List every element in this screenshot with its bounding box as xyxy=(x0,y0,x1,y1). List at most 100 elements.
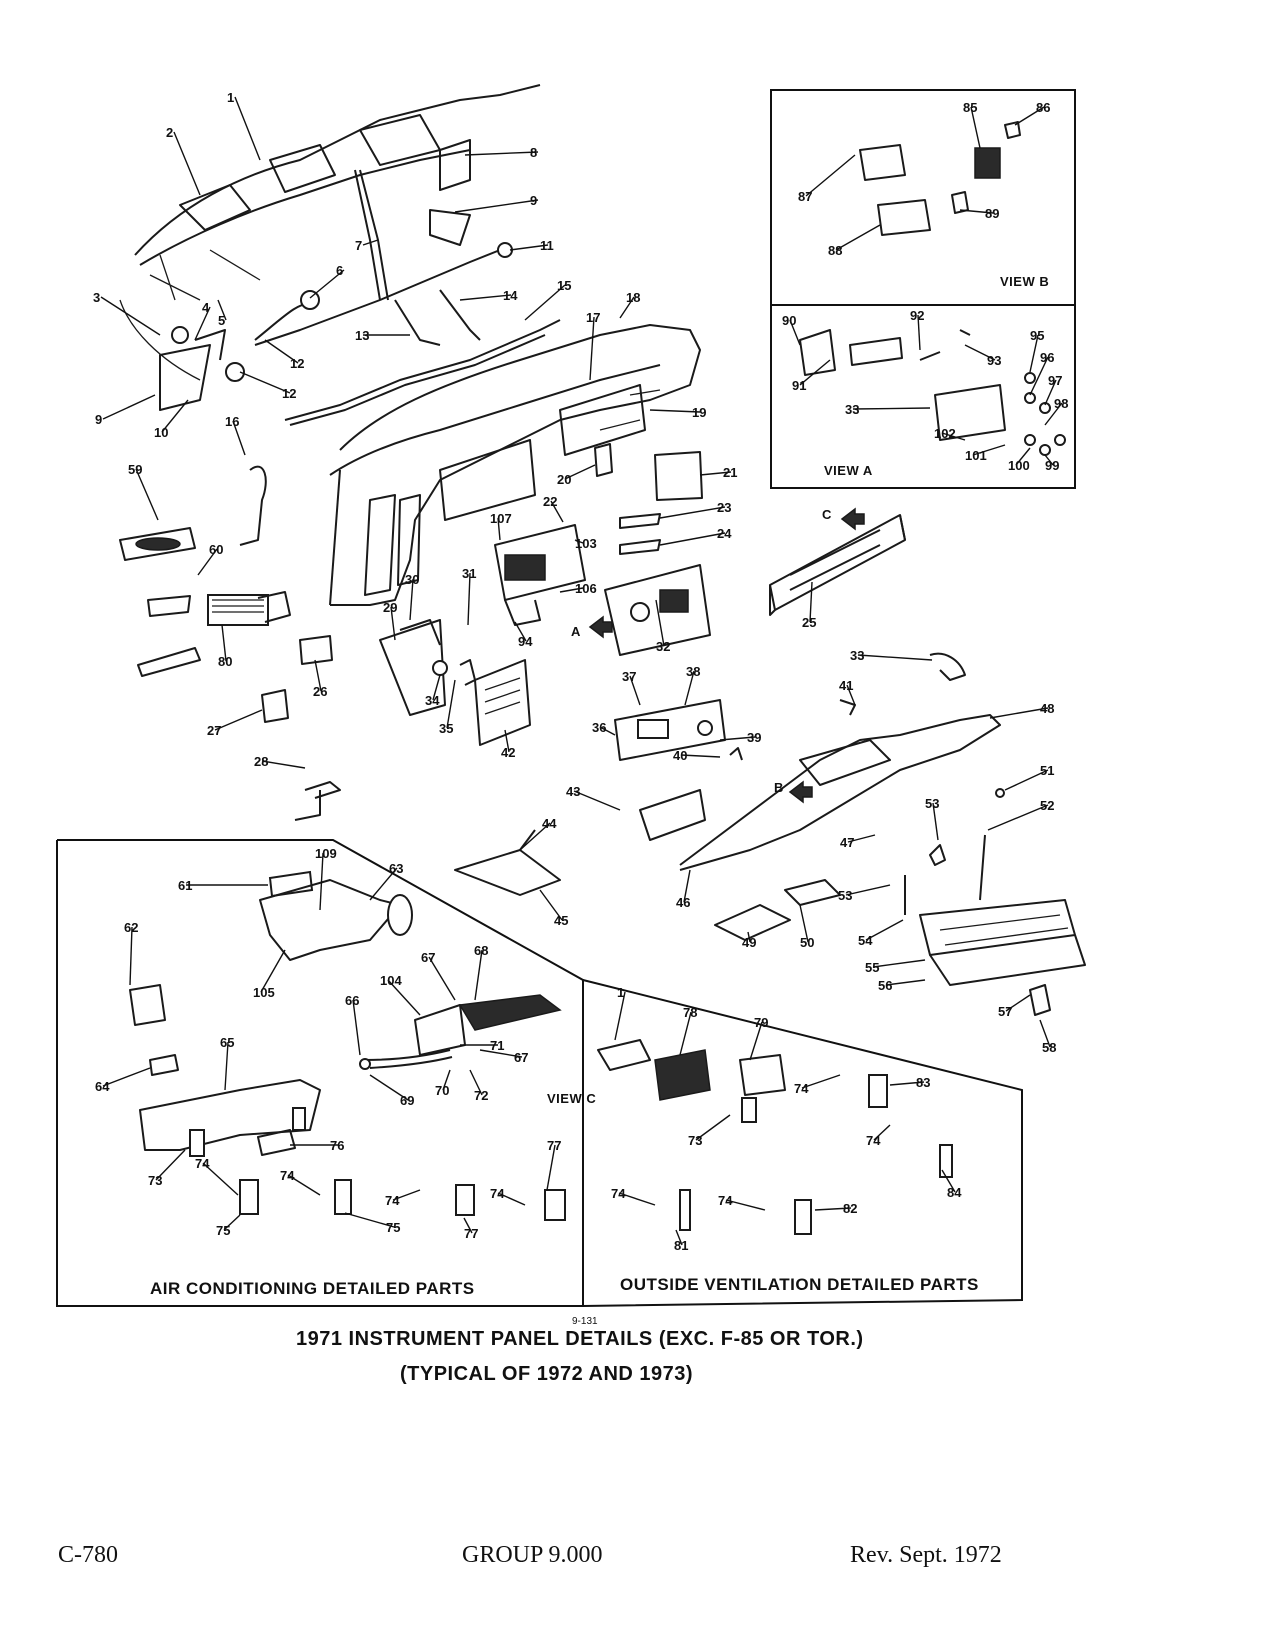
callout-leader-31 xyxy=(467,572,471,626)
callout-leader-45 xyxy=(539,889,563,921)
callout-63: 63 xyxy=(389,861,403,876)
callout-leader-95 xyxy=(1029,334,1039,373)
view-b-frame xyxy=(770,89,1076,306)
callout-leader-19 xyxy=(649,409,701,413)
callout-34: 34 xyxy=(425,693,440,708)
callout-38: 38 xyxy=(686,664,700,679)
callout-leader-6 xyxy=(309,269,345,299)
callout-87: 87 xyxy=(798,189,812,204)
outside-ventilation-title: OUTSIDE VENTILATION DETAILED PARTS xyxy=(620,1275,979,1294)
callout-104: 104 xyxy=(380,973,402,988)
callout-11: 11 xyxy=(540,238,554,253)
callout-leader-81 xyxy=(675,1229,683,1246)
callout-leader-52 xyxy=(987,804,1049,831)
callout-leader-89 xyxy=(959,209,994,214)
callout-86: 86 xyxy=(1036,100,1050,115)
callout-leader-102 xyxy=(941,432,966,441)
callout-leader-68 xyxy=(474,949,483,1001)
callout-53: 53 xyxy=(838,888,852,903)
callout-22: 22 xyxy=(543,494,557,509)
callout-leader-73 xyxy=(695,1114,731,1141)
callout-73: 73 xyxy=(688,1133,702,1148)
callout-leader-67 xyxy=(428,956,456,1001)
callout-24: 24 xyxy=(717,526,732,541)
callout-leader-87 xyxy=(805,154,856,197)
callout-leader-26 xyxy=(314,659,322,692)
callout-leader-42 xyxy=(504,729,510,753)
callout-leader-85 xyxy=(970,106,981,149)
callout-leader-39 xyxy=(719,736,756,741)
outside-ventilation-parts: OUTSIDE VENTILATION DETAILED PARTS xyxy=(597,1039,979,1294)
left-side-components xyxy=(119,465,341,821)
callout-103: 103 xyxy=(575,536,597,551)
footer-revision: Rev. Sept. 1972 xyxy=(850,1542,1002,1568)
callout-53: 53 xyxy=(925,796,939,811)
callout-leader-46 xyxy=(683,869,691,903)
callout-58: 58 xyxy=(1042,1040,1056,1055)
callout-93: 93 xyxy=(987,353,1001,368)
callout-8: 8 xyxy=(530,145,537,160)
callout-leader-57 xyxy=(1005,994,1031,1012)
arrow-b-label: B xyxy=(774,780,784,795)
callout-105: 105 xyxy=(253,985,275,1000)
callout-leader-73 xyxy=(155,1149,186,1181)
callout-leader-98 xyxy=(1044,402,1063,426)
callout-28: 28 xyxy=(254,754,268,769)
callout-leader-48 xyxy=(989,707,1049,719)
callout-leader-23 xyxy=(659,506,726,519)
callout-leader-29 xyxy=(390,606,396,641)
callout-leader-93 xyxy=(964,344,996,361)
callout-43: 43 xyxy=(566,784,580,799)
callout-83: 83 xyxy=(916,1075,930,1090)
callout-leader-74 xyxy=(202,1162,239,1196)
callout-leader-35 xyxy=(446,679,456,729)
callout-13: 13 xyxy=(355,328,369,343)
callout-74: 74 xyxy=(866,1133,881,1148)
callout-14: 14 xyxy=(503,288,518,303)
callout-27: 27 xyxy=(207,723,221,738)
view-c-label: VIEW C xyxy=(547,1091,596,1106)
callout-leader-103 xyxy=(574,539,584,544)
callout-leader-69 xyxy=(369,1074,409,1101)
callout-leader-105 xyxy=(260,949,286,993)
callout-74: 74 xyxy=(490,1186,505,1201)
callout-17: 17 xyxy=(586,310,600,325)
callout-leader-91 xyxy=(799,359,831,386)
instrument-panel-pad xyxy=(329,324,701,606)
callout-leader-83 xyxy=(889,1081,925,1086)
callout-leader-41 xyxy=(846,684,856,706)
callout-leader-50 xyxy=(799,904,809,943)
callout-48: 48 xyxy=(1040,701,1054,716)
view-a-parts: VIEW A xyxy=(799,329,1066,478)
callout-leader-16 xyxy=(232,420,246,456)
arrow-c-label: C xyxy=(822,507,832,522)
callout-65: 65 xyxy=(220,1035,234,1050)
callout-74: 74 xyxy=(195,1156,210,1171)
callout-67: 67 xyxy=(514,1050,528,1065)
arrow-a-label: A xyxy=(571,624,581,639)
callout-leader-84 xyxy=(941,1169,956,1193)
callout-67: 67 xyxy=(421,950,435,965)
callout-leader-58 xyxy=(1039,1019,1051,1048)
callout-64: 64 xyxy=(95,1079,110,1094)
callout-55: 55 xyxy=(865,960,879,975)
callout-leader-92 xyxy=(917,314,921,351)
callout-46: 46 xyxy=(676,895,690,910)
callout-47: 47 xyxy=(840,835,854,850)
callout-29: 29 xyxy=(383,600,397,615)
callout-33: 33 xyxy=(850,648,864,663)
callout-6: 6 xyxy=(336,263,343,278)
callout-57: 57 xyxy=(998,1004,1012,1019)
callout-82: 82 xyxy=(843,1201,857,1216)
callout-leader-75 xyxy=(223,1214,241,1231)
callout-90: 90 xyxy=(782,313,796,328)
callout-leader-20 xyxy=(564,464,596,480)
callout-leader-63 xyxy=(369,867,398,901)
callout-15: 15 xyxy=(557,278,571,293)
callout-9: 9 xyxy=(95,412,102,427)
callout-leader-77 xyxy=(546,1144,556,1191)
callout-leader-90 xyxy=(789,319,801,346)
callout-31: 31 xyxy=(462,566,476,581)
callout-59: 59 xyxy=(128,462,142,477)
callout-106: 106 xyxy=(575,581,597,596)
